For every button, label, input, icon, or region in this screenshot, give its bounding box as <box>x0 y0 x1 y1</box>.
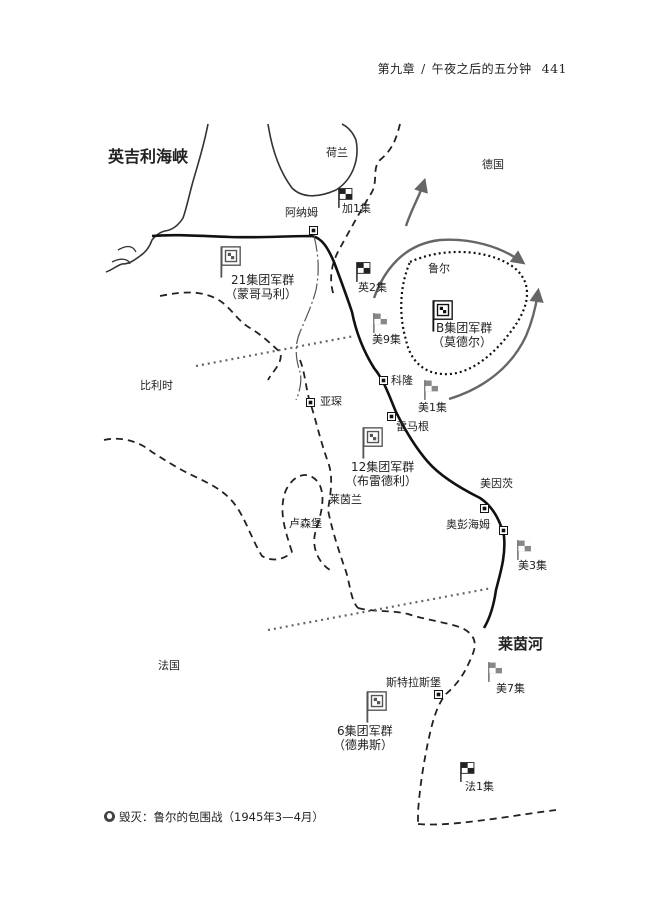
us3-label: 美3集 <box>518 558 547 572</box>
us3-flag <box>517 540 532 560</box>
header-separator: / <box>421 62 426 76</box>
arnhem-marker <box>309 226 318 235</box>
belgium-label: 比利时 <box>140 379 173 392</box>
page-header: 第九章 / 午夜之后的五分钟 441 <box>378 60 567 77</box>
border-luxembourg <box>281 474 331 571</box>
us1-label: 美1集 <box>418 400 447 414</box>
ag12-name: 12集团军群 <box>351 459 414 474</box>
rhine-label: 莱茵河 <box>498 635 543 653</box>
border-south <box>417 809 557 826</box>
us9-label: 美9集 <box>372 332 401 346</box>
ag21-name: 21集团军群 <box>231 272 294 287</box>
us7-flag <box>488 662 503 682</box>
fr1-flag <box>460 762 475 782</box>
remagen-label: 雷马根 <box>396 419 429 433</box>
map-caption: 毁灭：鲁尔的包围战（1945年3—4月） <box>104 809 324 825</box>
caption-bullet-icon <box>104 811 115 822</box>
zuiderzee-shore <box>267 123 358 197</box>
oppenheim-label: 奥彭海姆 <box>446 517 490 531</box>
meuse-river <box>295 235 319 401</box>
border-france-germany <box>357 607 476 824</box>
us9-flag <box>373 313 388 333</box>
rhineland-label: 莱茵兰 <box>329 493 362 506</box>
us1-flag <box>424 380 439 400</box>
ag21-commander: （蒙哥马利） <box>225 287 297 301</box>
aachen-marker <box>306 398 315 407</box>
ruhr-label: 鲁尔 <box>428 261 450 275</box>
cologne-marker <box>379 376 388 385</box>
agB-name: B集团军群 <box>436 320 492 335</box>
chapter-title: 午夜之后的五分钟 <box>431 62 532 76</box>
ag6-name: 6集团军群 <box>337 723 393 738</box>
germany-label: 德国 <box>482 157 504 171</box>
ruhr-pocket <box>400 250 529 376</box>
cologne-label: 科隆 <box>391 373 413 387</box>
br2-label: 英2集 <box>358 280 387 294</box>
estuary <box>111 245 137 265</box>
france-label: 法国 <box>158 658 180 672</box>
us7-label: 美7集 <box>496 681 525 695</box>
page-number: 441 <box>541 61 567 76</box>
border-netherlands-germany <box>330 123 401 297</box>
front-line-north <box>195 334 355 368</box>
chapter-number: 第九章 <box>377 62 416 76</box>
caption-text: 毁灭：鲁尔的包围战（1945年3—4月） <box>119 810 324 824</box>
ag6-flag <box>366 691 388 723</box>
can1-label: 加1集 <box>342 201 371 215</box>
mainz-label: 美因茨 <box>480 476 513 490</box>
holland-label: 荷兰 <box>326 146 348 159</box>
advance-arrow-1 <box>404 177 428 227</box>
ag6-commander: （德弗斯） <box>333 737 393 752</box>
border-france-belgium <box>103 437 293 561</box>
border-belgium-netherlands <box>159 291 282 381</box>
strasbourg-label: 斯特拉斯堡 <box>386 675 441 689</box>
agB-commander: （莫德尔） <box>432 334 492 349</box>
luxembourg-label: 卢森堡 <box>289 516 322 530</box>
remagen-marker <box>387 412 396 421</box>
mainz-marker <box>480 504 489 513</box>
br2-flag <box>356 262 371 282</box>
ag12-commander: （布雷德利） <box>345 473 417 488</box>
front-line-south <box>267 586 493 632</box>
fr1-label: 法1集 <box>465 779 494 793</box>
sea-label: 英吉利海峡 <box>107 147 188 166</box>
advance-arrow-3 <box>448 287 544 401</box>
ag12-flag <box>362 427 384 459</box>
aachen-label: 亚琛 <box>320 395 342 408</box>
oppenheim-marker <box>499 526 508 535</box>
advance-arrow-2 <box>372 238 526 299</box>
strasbourg-marker <box>434 690 443 699</box>
arnhem-label: 阿纳姆 <box>285 205 318 219</box>
